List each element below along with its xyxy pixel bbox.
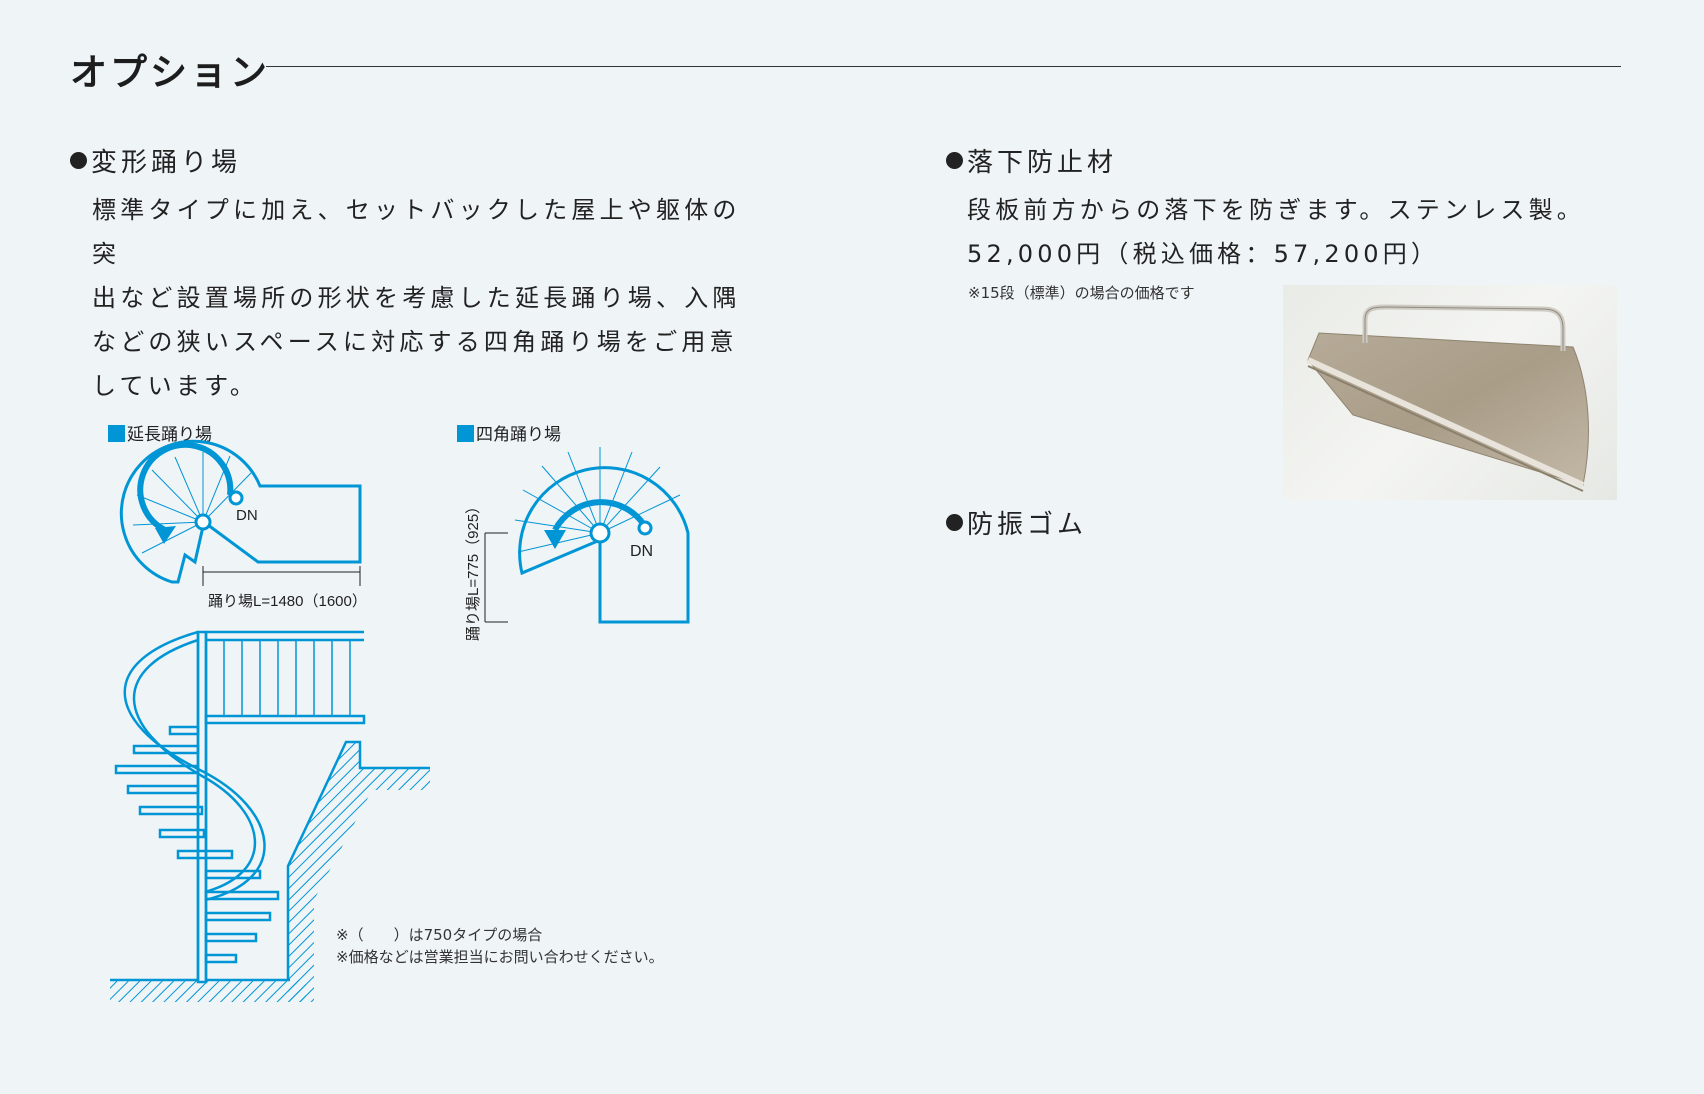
blue-square-icon: [108, 425, 125, 442]
page-title: オプション: [70, 51, 270, 94]
extended-dimension-label: 踊り場L=1480（1600）: [208, 593, 367, 610]
price-text: 52,000円（税込価格：57,200円）: [967, 240, 1440, 268]
note-line: ※（ ）は750タイプの場合: [336, 926, 543, 944]
section-heading-landing: 変形踊り場: [70, 142, 241, 179]
note-line: ※価格などは営業担当にお問い合わせください。: [336, 948, 664, 966]
heading-label: 落下防止材: [967, 148, 1118, 178]
extended-dn-label: DN: [236, 507, 258, 524]
description-line: 出など設置場所の形状を考慮した延長踊り場、入隅: [92, 284, 741, 312]
bullet-icon: [946, 152, 963, 169]
diagram-notes: ※（ ）は750タイプの場合 ※価格などは営業担当にお問い合わせください。: [336, 924, 664, 968]
description-line: 標準タイプに加え、セットバックした屋上や躯体の突: [92, 196, 741, 268]
title-divider: [266, 66, 1621, 67]
staircase-elevation: [110, 630, 430, 1002]
fall-prevention-photo: [1283, 285, 1617, 500]
landing-description: 標準タイプに加え、セットバックした屋上や躯体の突 出など設置場所の形状を考慮した…: [92, 188, 752, 408]
description-line: 段板前方からの落下を防ぎます。ステンレス製。: [967, 196, 1585, 224]
square-dimension-label: 踊り場L=775（925）: [465, 499, 482, 641]
square-landing-plan: [514, 447, 690, 624]
extended-landing-plan: [119, 439, 362, 584]
square-landing-label: 四角踊り場: [457, 420, 561, 445]
fall-prevention-product-image: [1306, 304, 1589, 492]
description-line: しています。: [92, 372, 259, 400]
heading-label: 変形踊り場: [91, 148, 242, 178]
price-note: ※15段（標準）の場合の価格です: [968, 284, 1195, 302]
heading-label: 防振ゴム: [967, 510, 1088, 540]
square-dn-label: DN: [630, 543, 653, 560]
description-line: などの狭いスペースに対応する四角踊り場をご用意: [92, 328, 738, 356]
bullet-icon: [946, 514, 963, 531]
section-heading-fall-prevention: 落下防止材: [946, 142, 1117, 179]
fall-prevention-description: 段板前方からの落下を防ぎます。ステンレス製。 52,000円（税込価格：57,2…: [967, 188, 1607, 276]
bullet-icon: [70, 152, 87, 169]
staircase-diagrams: DN 踊り場L=1480（1600） DN 踊り場L=775（925）: [110, 439, 690, 1002]
blue-square-icon: [457, 425, 474, 442]
section-heading-vibration: 防振ゴム: [946, 504, 1087, 541]
